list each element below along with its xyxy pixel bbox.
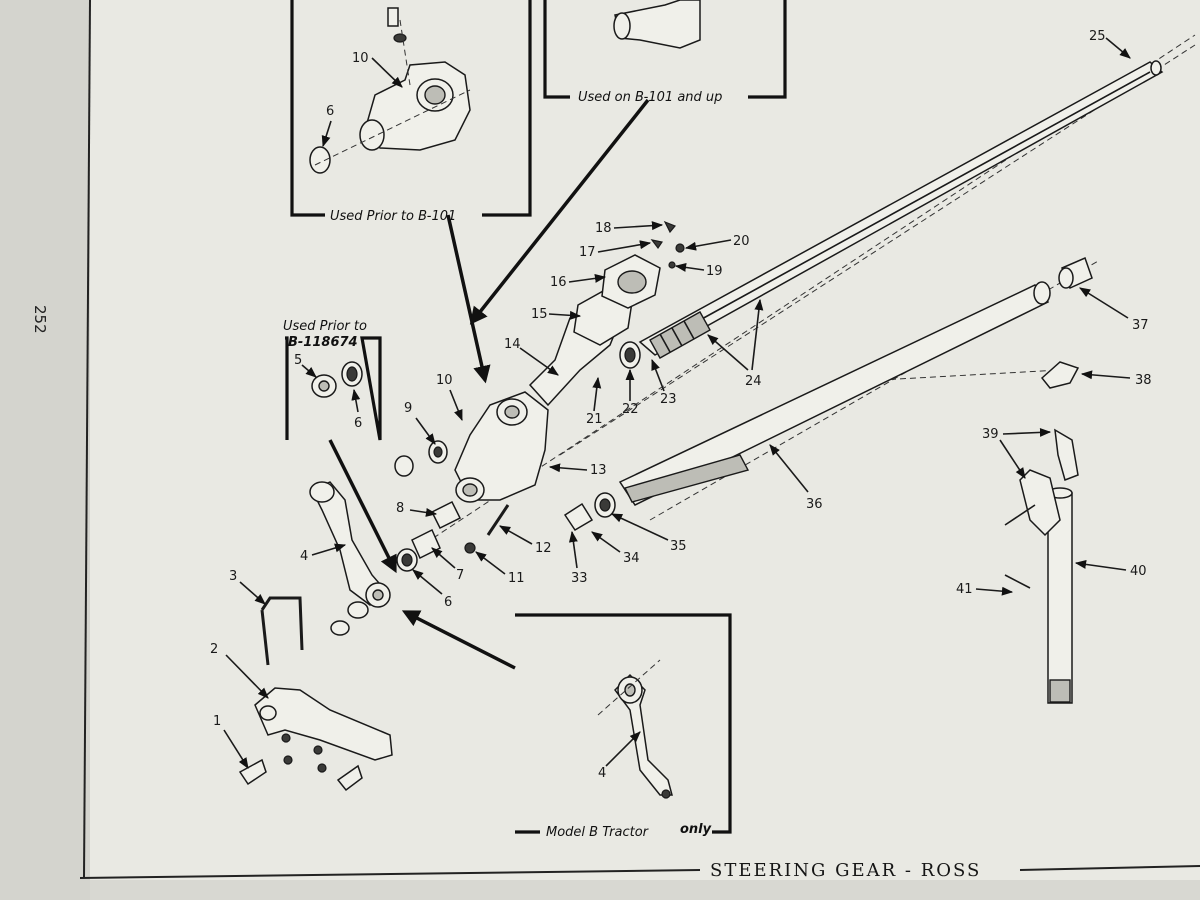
label-17: 17 — [579, 245, 596, 260]
label-6: 6 — [444, 595, 452, 610]
label-4-inset: 4 — [598, 766, 606, 781]
worm-gear — [649, 311, 711, 359]
label-5: 5 — [294, 353, 302, 368]
label-6-inset: 6 — [354, 416, 362, 431]
part-labels: 1 2 3 4 6 7 8 9 10 11 12 13 14 15 16 17 … — [210, 29, 1152, 769]
label-14: 14 — [504, 337, 521, 352]
label-18: 18 — [595, 221, 612, 236]
bottom-border-left — [79, 869, 701, 879]
footer-title: STEERING GEAR - ROSS — [710, 860, 981, 881]
inset-used-prior-b118674: Used Prior to B-118674 5 6 — [283, 319, 382, 441]
bottom-border-right — [1019, 865, 1200, 871]
left-border — [83, 0, 91, 879]
label-40: 40 — [1130, 564, 1147, 579]
label-38: 38 — [1135, 373, 1152, 388]
label-37: 37 — [1132, 318, 1149, 333]
label-13: 13 — [590, 463, 607, 478]
label-21: 21 — [586, 412, 603, 427]
bolt-1 — [238, 758, 267, 786]
label-39: 39 — [982, 427, 999, 442]
caption-used-on-b101: Used on B-101 and up — [578, 90, 722, 105]
caption-model-b-part2: only — [680, 822, 712, 837]
label-7: 7 — [456, 568, 464, 583]
label-8: 8 — [396, 501, 404, 516]
steering-shaft — [638, 60, 1164, 356]
arrow-modelb-to-arm — [401, 610, 516, 670]
column-post-40 — [1004, 428, 1079, 704]
label-3: 3 — [229, 569, 237, 584]
inset-model-b-tractor: Model B Tractor only 4 — [515, 613, 732, 840]
caption-used-prior-b101: Used Prior to B-101 — [330, 209, 456, 224]
inset-used-on-b101: Used on B-101 and up — [543, 0, 787, 105]
label-11: 11 — [508, 571, 525, 586]
steering-column-tube — [618, 281, 1051, 506]
label-6-top: 6 — [326, 104, 334, 119]
label-10-top: 10 — [352, 51, 369, 66]
paper-sheet — [90, 0, 1200, 880]
label-41: 41 — [956, 582, 973, 597]
inset-used-prior-b101: Used Prior to B-101 10 6 — [290, 0, 532, 224]
label-23: 23 — [660, 392, 677, 407]
label-34: 34 — [623, 551, 640, 566]
label-36: 36 — [806, 497, 823, 512]
caption-model-b-part1: Model B Tractor — [546, 825, 650, 840]
page-number: 252 — [31, 305, 49, 334]
arrow-box2-to-housing — [469, 98, 650, 325]
label-22: 22 — [622, 402, 639, 417]
caption-b118674: B-118674 — [288, 335, 358, 350]
label-1: 1 — [213, 714, 221, 729]
bracket-arm-2 — [254, 687, 393, 761]
label-15: 15 — [531, 307, 548, 322]
caption-used-prior-b118: Used Prior to — [283, 319, 367, 334]
label-24: 24 — [745, 374, 762, 389]
label-33: 33 — [571, 571, 588, 586]
label-20: 20 — [733, 234, 750, 249]
bracket-38 — [1040, 361, 1080, 389]
arrow-b118-to-seal — [328, 439, 397, 574]
label-19: 19 — [706, 264, 723, 279]
label-12: 12 — [535, 541, 552, 556]
label-16: 16 — [550, 275, 567, 290]
label-10: 10 — [436, 373, 453, 388]
u-bolt-3 — [260, 596, 304, 666]
label-25: 25 — [1089, 29, 1106, 44]
arrow-box1-to-housing — [446, 214, 491, 384]
label-9: 9 — [404, 401, 412, 416]
label-2: 2 — [210, 642, 218, 657]
label-35: 35 — [670, 539, 687, 554]
bushing-37 — [1058, 256, 1093, 290]
pitman-arm — [309, 481, 391, 608]
label-4: 4 — [300, 549, 308, 564]
